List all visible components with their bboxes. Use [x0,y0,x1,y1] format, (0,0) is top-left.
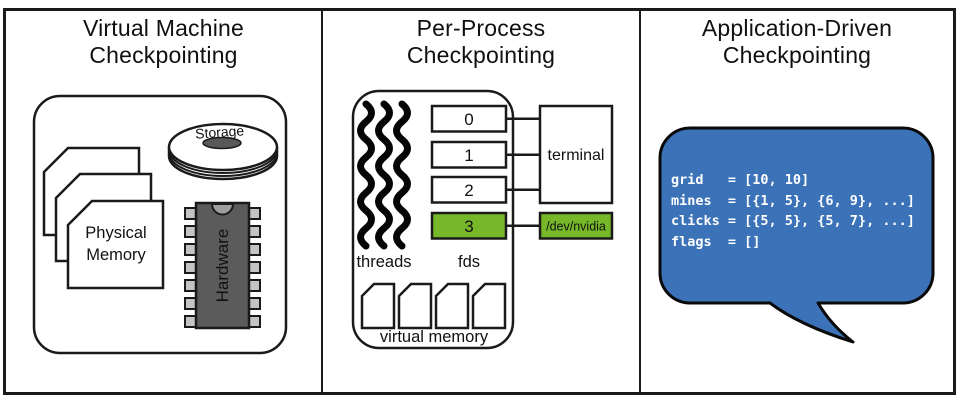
title-line2: Checkpointing [406,42,556,68]
fd-table: 0 1 2 3 [430,104,508,240]
title-line1: Per-Process [416,15,546,41]
chip-body [194,201,251,330]
title-line2: Checkpointing [89,42,238,68]
speech-bubble-graphic [658,126,935,344]
fd-box-2 [430,175,508,204]
panel-title: Application-Driven Checkpointing [641,11,953,69]
title-line2: Checkpointing [722,42,872,68]
fds-label: fds [458,253,480,271]
dev-nvidia-box [538,211,614,240]
title-line1: Application-Driven [701,15,893,41]
fd-number-0: 0 [464,110,473,129]
figure-frame: Virtual Machine Checkpointing Physical M… [3,8,956,395]
fd-box-3 [430,211,508,240]
hardware-chip-icon: Hardware [184,201,261,330]
terminal-label: terminal [548,147,605,164]
threads-icon [357,100,411,250]
panel-title: Per-Process Checkpointing [323,11,639,69]
game-state-code: grid = [10, 10] mines = [{1, 5}, {6, 9},… [671,172,915,251]
virtual-memory-pages-icon [360,282,507,330]
memory-page-front [66,199,165,290]
fd-number-1: 1 [464,146,473,165]
process-diagram: threads 0 1 2 3 fds terminal [351,89,614,350]
terminal-box [538,104,614,205]
fd-number-2: 2 [464,181,473,200]
storage-disk-hole [202,136,242,150]
panel-virtual-machine-checkpointing: Virtual Machine Checkpointing Physical M… [6,11,321,392]
fd-box-1 [430,140,508,169]
threads-label: threads [356,253,411,271]
vm-diagram: Physical Memory Storage [32,94,288,355]
fd-box-0 [430,104,508,133]
panel-per-process-checkpointing: Per-Process Checkpointing [321,11,639,392]
panel-title: Virtual Machine Checkpointing [6,11,321,69]
physical-memory-label-line1: Physical [85,224,146,242]
fd-number-3: 3 [464,217,473,236]
fd-connectors [506,117,540,228]
physical-memory-label-line2: Memory [86,246,146,264]
panel-application-driven-checkpointing: Application-Driven Checkpointing grid = … [639,11,953,392]
speech-bubble [658,126,935,344]
chip-notch [210,203,235,216]
hardware-label: Hardware [213,229,232,303]
storage-label: Storage [195,122,245,141]
dev-nvidia-label: /dev/nvidia [546,220,606,234]
virtual-memory-label: virtual memory [380,328,489,346]
memory-pages-icon [42,146,165,290]
title-line1: Virtual Machine [82,15,245,41]
storage-disk-icon: Storage [167,122,279,181]
